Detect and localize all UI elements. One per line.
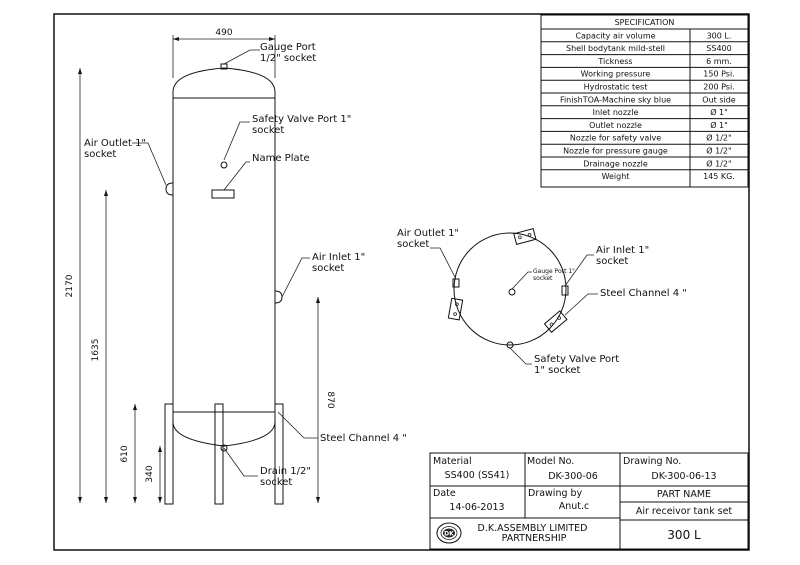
callout-steel-channel: Steel Channel 4 "	[320, 433, 407, 444]
top-callout-steel-channel: Steel Channel 4 "	[600, 288, 687, 299]
model-value: DK-300-06	[548, 471, 598, 482]
channel-bracket-right	[543, 310, 568, 333]
spec-row-value: Out side	[702, 95, 736, 104]
drawing-no-value: DK-300-06-13	[651, 471, 716, 482]
spec-rows: Capacity air volume 300 L. Shell bodytank …	[541, 31, 748, 181]
callout-name-plate: Name Plate	[252, 153, 310, 164]
dim-total-height: 2170	[65, 274, 75, 297]
company-logo: DK	[436, 522, 462, 544]
tank-side-view: 490 2170 1635 610 340 870 Gauge Port	[65, 28, 407, 505]
name-plate	[211, 189, 235, 199]
top-view-shell	[453, 232, 567, 346]
drawing-frame	[53, 13, 750, 551]
company-name: D.K.ASSEMBLY LIMITED PARTNERSHIP	[478, 523, 591, 544]
capacity-value: 300 L	[667, 528, 701, 542]
dim-leg-height: 610	[120, 445, 130, 462]
channel-bracket-left	[447, 297, 464, 321]
spec-row-label: Working pressure	[581, 70, 651, 79]
date-value: 14-06-2013	[449, 502, 504, 513]
callout-air-inlet: Air Inlet 1" socket	[312, 252, 368, 274]
tank-top-view: Air Outlet 1" socket Air Inlet 1" socket…	[397, 228, 687, 376]
spec-row-value: Ø 1"	[710, 107, 728, 117]
dim-bottom-height: 340	[145, 465, 155, 482]
title-block: Material SS400 (SS41) Model No. DK-300-0…	[429, 452, 749, 550]
svg-text:DK: DK	[444, 531, 454, 538]
spec-row-label: FinishTOA-Machine sky blue	[560, 95, 671, 104]
drawn-by-value: Anut.c	[559, 501, 590, 512]
air-outlet-socket	[165, 182, 174, 196]
material-label: Material	[433, 456, 472, 467]
drawing-no-label: Drawing No.	[623, 456, 681, 467]
spec-row-label: Nozzle for safety valve	[570, 134, 661, 143]
spec-row-value: Ø 1/2"	[706, 133, 731, 143]
callout-gauge-port: Gauge Port 1/2" socket	[260, 42, 319, 64]
part-name-label: PART NAME	[657, 489, 711, 500]
tank-top-head	[172, 67, 276, 98]
tank-bottom-head	[172, 412, 276, 447]
callout-safety-valve: Safety Valve Port 1" socket	[252, 114, 355, 136]
spec-row-label: Inlet nozzle	[593, 108, 639, 117]
leg-center	[214, 403, 224, 505]
safety-valve-port	[220, 161, 228, 169]
specification-table: SPECIFICATION Capacity air volume 300 L. S…	[540, 14, 749, 188]
dim-width: 490	[215, 28, 232, 38]
date-label: Date	[433, 488, 456, 499]
callout-air-outlet: Air Outlet 1" socket	[84, 138, 149, 160]
spec-row-label: Capacity air volume	[575, 31, 655, 40]
spec-row-value: 150 Psi.	[703, 70, 734, 79]
top-callout-gauge-port: Gauge Port 1" socket	[533, 268, 577, 282]
air-inlet-socket	[274, 290, 283, 304]
channel-bracket-top	[513, 228, 537, 246]
material-value: SS400 (SS41)	[445, 470, 510, 481]
part-name-value: Air receivor tank set	[636, 506, 733, 517]
dim-inlet-height: 870	[325, 391, 335, 408]
spec-row-label: Weight	[602, 172, 630, 181]
top-gauge-port	[508, 288, 516, 296]
top-callout-air-inlet: Air Inlet 1" socket	[596, 245, 652, 267]
spec-row-value: Ø 1/2"	[706, 158, 731, 168]
spec-row-value: 300 L.	[707, 31, 732, 40]
spec-title: SPECIFICATION	[615, 18, 675, 27]
spec-row-label: Tickness	[597, 57, 632, 66]
drawn-by-label: Drawing by	[528, 488, 583, 499]
top-air-inlet-socket	[561, 285, 569, 296]
spec-row-value: 6 mm.	[706, 57, 732, 66]
spec-row-value: SS400	[706, 44, 731, 53]
spec-row-value: Ø 1/2"	[706, 146, 731, 156]
top-callout-safety-valve: Safety Valve Port 1" socket	[534, 354, 622, 376]
spec-row-value: 200 Psi.	[703, 83, 734, 92]
dim-outlet-height: 1635	[91, 339, 101, 362]
leg-left	[164, 403, 174, 505]
spec-row-label: Drainage nozzle	[583, 159, 648, 168]
spec-row-label: Shell bodytank mild-stell	[566, 44, 665, 53]
top-callout-air-outlet: Air Outlet 1" socket	[397, 228, 462, 250]
model-label: Model No.	[527, 456, 574, 467]
callout-drain: Drain 1/2" socket	[260, 466, 314, 488]
spec-row-label: Outlet nozzle	[589, 121, 642, 130]
spec-row-value: 145 KG.	[703, 172, 735, 181]
spec-row-value: Ø 1"	[710, 120, 728, 130]
spec-row-label: Hydrostatic test	[584, 83, 648, 92]
leg-right	[274, 403, 284, 505]
spec-row-label: Nozzle for pressure gauge	[563, 147, 668, 156]
drain-socket	[220, 444, 228, 452]
